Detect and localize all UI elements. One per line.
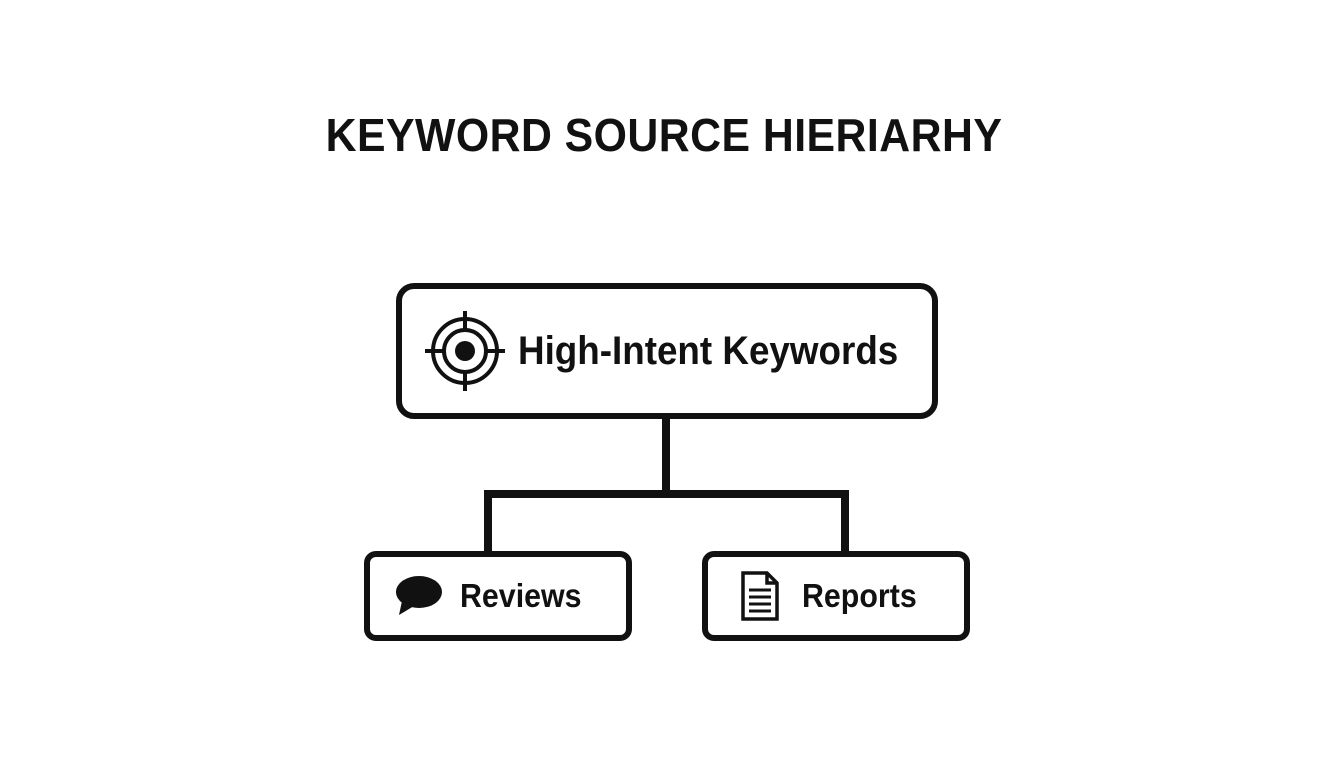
target-icon bbox=[422, 308, 508, 394]
root-node-high-intent-keywords: High-Intent Keywords bbox=[396, 283, 938, 419]
child-node-label-reports: Reports bbox=[802, 577, 917, 614]
root-node-label: High-Intent Keywords bbox=[518, 328, 899, 373]
diagram-title: KEYWORD SOURCE HIERIARHY bbox=[325, 109, 1003, 161]
child-node-reports: Reports bbox=[702, 551, 970, 641]
child-node-label-reviews: Reviews bbox=[460, 577, 582, 614]
child-node-reviews: Reviews bbox=[364, 551, 632, 641]
speech-bubble-icon bbox=[392, 570, 444, 622]
document-icon bbox=[734, 570, 786, 622]
